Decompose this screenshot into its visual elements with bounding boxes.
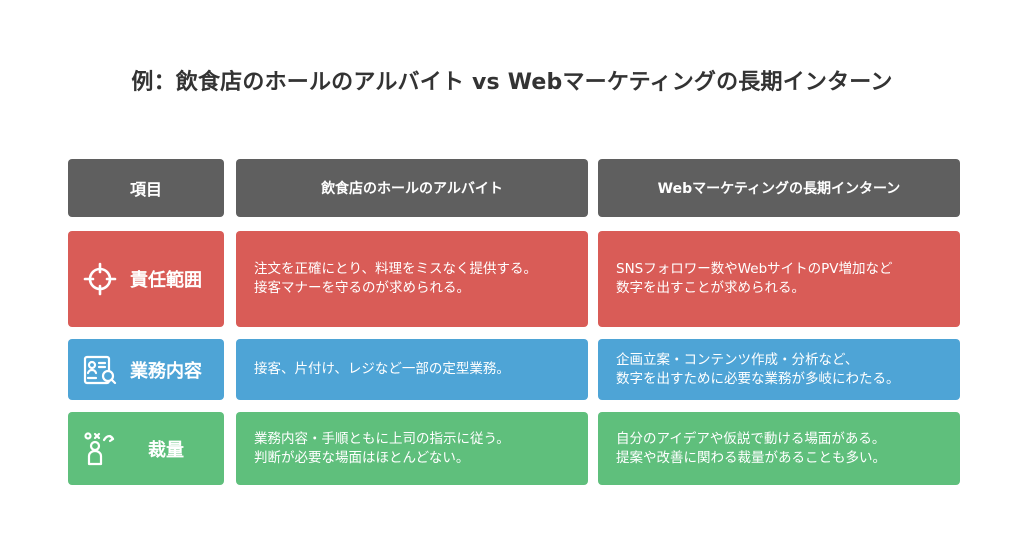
person-decision-icon [80, 429, 120, 469]
header-internship: Webマーケティングの長期インターン [598, 159, 960, 217]
header-item: 項目 [68, 159, 224, 217]
row-label-discretion: 裁量 [68, 412, 224, 485]
cell-discretion-part-time: 業務内容・手順ともに上司の指示に従う。 判断が必要な場面はほとんどない。 [236, 412, 588, 485]
cell-discretion-internship: 自分のアイデアや仮説で動ける場面がある。 提案や改善に関わる裁量があることも多い… [598, 412, 960, 485]
profile-search-icon [80, 350, 120, 390]
page-title: 例：飲食店のホールのアルバイト vs Webマーケティングの長期インターン [131, 70, 893, 95]
cell-responsibility-internship: SNSフォロワー数やWebサイトのPV増加など 数字を出すことが求められる。 [598, 231, 960, 327]
cell-tasks-part-time: 接客、片付け、レジなど一部の定型業務。 [236, 339, 588, 400]
row-label-text: 裁量 [148, 439, 184, 461]
header-part-time: 飲食店のホールのアルバイト [236, 159, 588, 217]
row-label-text: 責任範囲 [130, 270, 202, 291]
cell-tasks-internship: 企画立案・コンテンツ作成・分析など、 数字を出すために必要な業務が多岐にわたる。 [598, 339, 960, 400]
target-crosshair-icon [80, 259, 120, 299]
cell-responsibility-part-time: 注文を正確にとり、料理をミスなく提供する。 接客マナーを守るのが求められる。 [236, 231, 588, 327]
row-label-tasks: 業務内容 [68, 339, 224, 400]
row-label-text: 業務内容 [130, 360, 202, 382]
row-label-responsibility: 責任範囲 [68, 231, 224, 327]
